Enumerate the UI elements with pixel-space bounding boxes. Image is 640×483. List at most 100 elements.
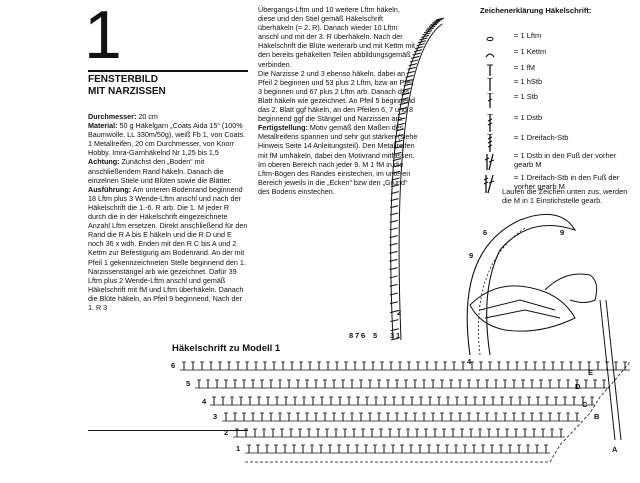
legend-item-dtr-foot: = 1 Dreifach-Stb in den Fuß der vorher g… <box>480 173 624 194</box>
border-letter-b: B <box>594 412 600 421</box>
paragraph-finishing: Fertigstellung: Motiv gemäß den Maßen de… <box>258 123 418 196</box>
bottom-rule <box>88 430 248 431</box>
legend-dtr-foot-label: = 1 Dreifach-Stb in den Fuß der vorher g… <box>514 173 620 191</box>
paragraph-material: Material: 50 g Häkelgarn „Coats Aida 15“… <box>88 121 248 157</box>
arc-stitch <box>435 17 445 21</box>
border-letter-e: E <box>588 368 594 377</box>
symbol-legend: Zeichenerklärung Häkelschrift: = 1 Lftm … <box>480 6 640 194</box>
arrow-label-6: 6 <box>361 331 366 340</box>
instructions-column-2: Übergangs-Lftm und 10 weitere Lftm häkel… <box>258 5 418 196</box>
note-text: Laufen die Zeichen unten zus, werden die… <box>502 187 628 206</box>
arc-stitch <box>412 52 421 56</box>
arc-stitch <box>417 40 427 44</box>
row-label-1: 1 <box>236 444 241 453</box>
arrow-label-7: 7 <box>355 331 360 340</box>
leaf-inner <box>478 227 526 356</box>
legend-item-tr: = 1 Dstb <box>480 113 543 132</box>
pattern-title-line2: MIT NARZISSEN <box>88 86 166 97</box>
arc-stitch <box>413 49 422 53</box>
arc-stitch <box>390 337 400 341</box>
arrow-label-5: 5 <box>373 331 378 340</box>
paragraph-execution: Ausführung: Am unteren Bodenrand beginne… <box>88 185 248 312</box>
row-label-5: 5 <box>186 379 191 388</box>
legend-sc-label: = 1 fM <box>514 63 536 72</box>
arrow-label-4: 4 <box>467 357 472 366</box>
border-letter-d: D <box>575 382 581 391</box>
chain-stitch-icon <box>480 32 514 48</box>
double-treble-icon <box>480 134 514 152</box>
arc-stitch <box>409 59 419 63</box>
label-diameter: Durchmesser: <box>88 112 137 121</box>
border-edge <box>245 361 631 463</box>
border-letter-a: A <box>612 445 618 454</box>
arc-stitch <box>416 43 425 47</box>
label-material: Material: <box>88 121 118 131</box>
paragraph-narcissus: Die Narzisse 2 und 3 ebenso häkeln, dabe… <box>258 68 416 124</box>
arc-stitch <box>411 55 420 59</box>
label-attention: Achtung: <box>88 157 120 167</box>
arrow-label-3: 3 <box>390 331 395 340</box>
legend-tr-foot-label: = 1 Dstb in den Fuß der vorher gearb M <box>514 151 617 169</box>
text-material: 50 g Häkelgarn „Coats Aida 15“ (100% Bau… <box>88 121 246 158</box>
legend-item-sc: = 1 fM <box>480 63 536 80</box>
stem-arc <box>389 17 445 341</box>
label-finishing: Fertigstellung: <box>258 123 308 133</box>
pattern-title: FENSTERBILD MIT NARZISSEN <box>88 74 166 98</box>
flower-cluster <box>469 273 598 332</box>
legend-item-slip: = 1 Kettm <box>480 47 547 64</box>
row-label-4: 4 <box>202 397 207 406</box>
title-rule <box>88 70 248 72</box>
pattern-title-line1: FENSTERBILD <box>88 74 158 85</box>
leaf-outline <box>466 213 577 356</box>
legend-dtr-label: = 1 Dreifach-Stb <box>514 133 569 142</box>
paragraph-diameter: Durchmesser: 20 cm <box>88 112 248 121</box>
arrow-label-8: 8 <box>349 331 354 340</box>
text-execution: Am unteren Bodenrand beginnend 18 Lftm p… <box>88 184 248 312</box>
legend-tr-label: = 1 Dstb <box>514 113 543 122</box>
legend-item-tr-foot: = 1 Dstb in den Fuß der vorher gearb M <box>480 151 624 172</box>
legend-item-chain: = 1 Lftm <box>480 31 542 48</box>
single-crochet-icon <box>480 64 514 80</box>
arc-stitch <box>390 319 399 323</box>
border-letter-c: C <box>582 400 588 409</box>
arrow-label-9b: 9 <box>560 228 565 237</box>
arc-edge <box>390 19 441 341</box>
treble-icon <box>480 114 514 132</box>
label-execution: Ausführung: <box>88 184 132 194</box>
legend-dc-label: = 1 Stb <box>514 92 538 101</box>
text-attention: Zunächst den „Boden“ mit anschließendem … <box>88 157 232 185</box>
arc-stitch <box>419 37 428 41</box>
row-label-6: 6 <box>171 361 176 370</box>
half-double-icon <box>480 78 514 94</box>
row-label-2: 2 <box>224 428 229 437</box>
arc-edge <box>398 23 443 341</box>
legend-title: Zeichenerklärung Häkelschrift: <box>480 6 592 15</box>
base-rows <box>180 361 631 463</box>
arc-stitch <box>420 34 430 38</box>
arc-stitch <box>407 66 416 70</box>
legend-item-dc: = 1 Stb <box>480 92 538 109</box>
row-label-3: 3 <box>213 412 218 421</box>
arc-stitch <box>432 20 441 24</box>
legend-item-hdc: = 1 hStb <box>480 77 542 94</box>
legend-slip-label: = 1 Kettm <box>514 47 547 56</box>
double-crochet-icon <box>480 93 514 109</box>
arrow-label-1: 1 <box>396 331 401 340</box>
arc-stitch <box>434 18 443 22</box>
arrow-label-6b: 6 <box>483 228 488 237</box>
arc-stitch <box>415 46 424 50</box>
arrow-label-2: 2 <box>397 308 402 317</box>
arrow-label-9: 9 <box>469 251 474 260</box>
instructions-column-1: Durchmesser: 20 cm Material: 50 g Häkelg… <box>88 112 248 312</box>
legend-chain-label: = 1 Lftm <box>514 31 542 40</box>
double-treble-in-foot-icon <box>480 174 514 194</box>
paragraph-attention: Achtung: Zunächst den „Boden“ mit anschl… <box>88 157 248 184</box>
treble-in-foot-icon <box>480 152 514 171</box>
pattern-number: 1 <box>84 0 122 73</box>
arc-stitch <box>390 328 399 332</box>
paragraph-continuation: Übergangs-Lftm und 10 weitere Lftm häkel… <box>258 5 415 69</box>
chart-title: Häkelschrift zu Modell 1 <box>172 343 281 354</box>
slip-stitch-icon <box>480 48 514 64</box>
text-diameter: 20 cm <box>136 112 158 121</box>
